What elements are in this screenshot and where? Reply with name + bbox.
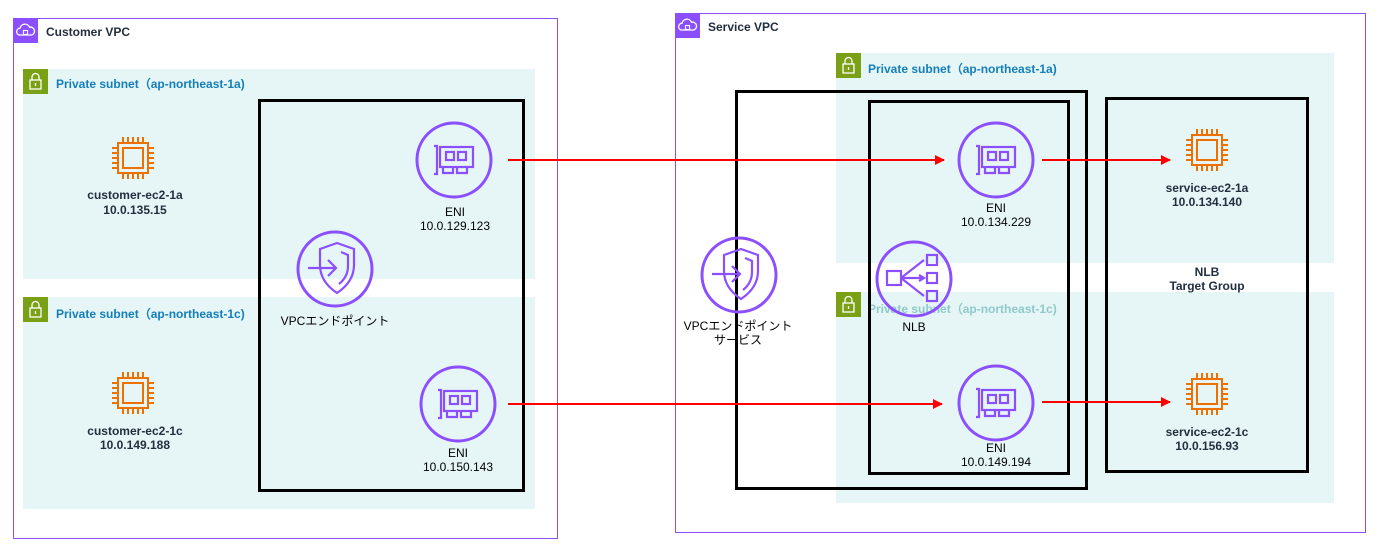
customer-eni-1c-name: ENI — [447, 446, 468, 460]
subnet-lock-icon — [836, 292, 861, 317]
vpc-endpoint-icon — [296, 230, 374, 308]
endpoint-service-label-2: サービス — [713, 333, 762, 347]
customer-ec2-1a-ip: 10.0.135.15 — [103, 203, 167, 217]
nlb-icon — [875, 240, 953, 318]
endpoint-service-label-1: VPCエンドポイント — [683, 319, 793, 333]
ec2-instance-icon — [1186, 373, 1228, 415]
service-subnet-1a-title: Private subnet（ap-northeast-1a) — [868, 62, 1057, 76]
customer-eni-1a-name: ENI — [444, 205, 465, 219]
nlb-group-box — [868, 100, 1070, 475]
service-ec2-1a-ip: 10.0.134.140 — [1171, 195, 1243, 209]
service-ec2-1a-name: service-ec2-1a — [1165, 181, 1249, 195]
customer-subnet-1a-title: Private subnet（ap-northeast-1a) — [56, 77, 245, 91]
nlb-label: NLB — [902, 320, 926, 334]
target-group-box — [1105, 97, 1309, 473]
eni-icon — [957, 364, 1035, 442]
vpc-endpoint-label: VPCエンドポイント — [280, 314, 390, 328]
endpoint-service-group-box — [735, 90, 1088, 490]
service-eni-1c-name: ENI — [985, 441, 1006, 455]
service-vpc-group — [675, 13, 1366, 533]
vpc-endpoint-icon — [700, 236, 778, 314]
target-group-label-1: NLB — [1194, 265, 1220, 279]
subnet-lock-icon — [23, 69, 48, 94]
customer-subnet-1c-title: Private subnet（ap-northeast-1c) — [56, 307, 245, 321]
ec2-instance-icon — [1186, 129, 1228, 171]
vpc-cloud-icon — [13, 18, 38, 43]
vpc-endpoint-group-box — [258, 99, 525, 492]
customer-ec2-1c-name: customer-ec2-1c — [87, 424, 183, 438]
service-ec2-1c-name: service-ec2-1c — [1165, 425, 1249, 439]
subnet-lock-icon — [836, 53, 861, 78]
eni-icon — [415, 121, 493, 199]
customer-eni-1a-ip: 10.0.129.123 — [419, 219, 491, 233]
service-ec2-1c-ip: 10.0.156.93 — [1175, 439, 1239, 453]
service-subnet-1c-title: Private subnet（ap-northeast-1c) — [868, 302, 1057, 316]
customer-vpc-title: Customer VPC — [46, 25, 131, 39]
ec2-instance-icon — [112, 372, 154, 414]
eni-icon — [419, 365, 497, 443]
service-eni-1c-ip: 10.0.149.194 — [960, 455, 1032, 469]
service-eni-1a-ip: 10.0.134.229 — [960, 215, 1032, 229]
ec2-instance-icon — [112, 137, 154, 179]
customer-vpc-group — [13, 18, 558, 539]
service-eni-1a-name: ENI — [985, 201, 1006, 215]
customer-eni-1c-ip: 10.0.150.143 — [422, 460, 494, 474]
service-vpc-title: Service VPC — [708, 20, 779, 34]
customer-ec2-1a-name: customer-ec2-1a — [87, 188, 183, 202]
vpc-cloud-icon — [675, 13, 700, 38]
customer-ec2-1c-ip: 10.0.149.188 — [99, 438, 171, 452]
target-group-label-2: Target Group — [1169, 279, 1245, 293]
subnet-lock-icon — [23, 297, 48, 322]
eni-icon — [957, 121, 1035, 199]
